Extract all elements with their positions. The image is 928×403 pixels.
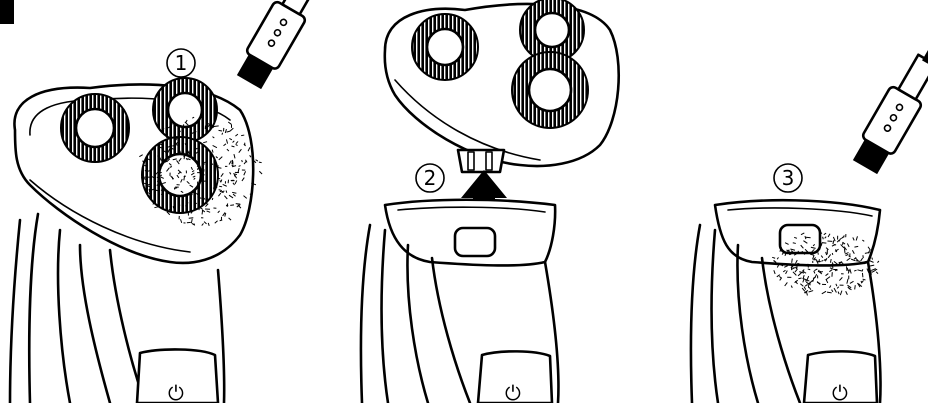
svg-text:1: 1 [175,51,188,75]
shaver-handle-3: ⏻ [691,200,881,403]
svg-text:3: 3 [782,166,795,190]
step-label-1: 1 [167,49,195,77]
panel-step-1: ⏻ 1 [10,0,339,403]
shaver-handle-2: ⏻ [361,200,558,403]
corner-tab [0,0,14,24]
cutting-head-2 [385,0,619,172]
power-symbol: ⏻ [505,381,521,403]
power-symbol: ⏻ [832,381,848,403]
cleaning-brush-1 [233,0,339,91]
power-symbol: ⏻ [168,381,184,403]
step-label-2: 2 [416,164,444,192]
panel-step-2: ⏻ 2 [361,0,619,403]
panel-step-3: ⏻ 3 [691,29,928,403]
cutting-head-1 [14,78,253,263]
svg-text:2: 2 [424,166,437,190]
cleaning-brush-3 [849,29,928,176]
step-label-3: 3 [774,164,802,192]
